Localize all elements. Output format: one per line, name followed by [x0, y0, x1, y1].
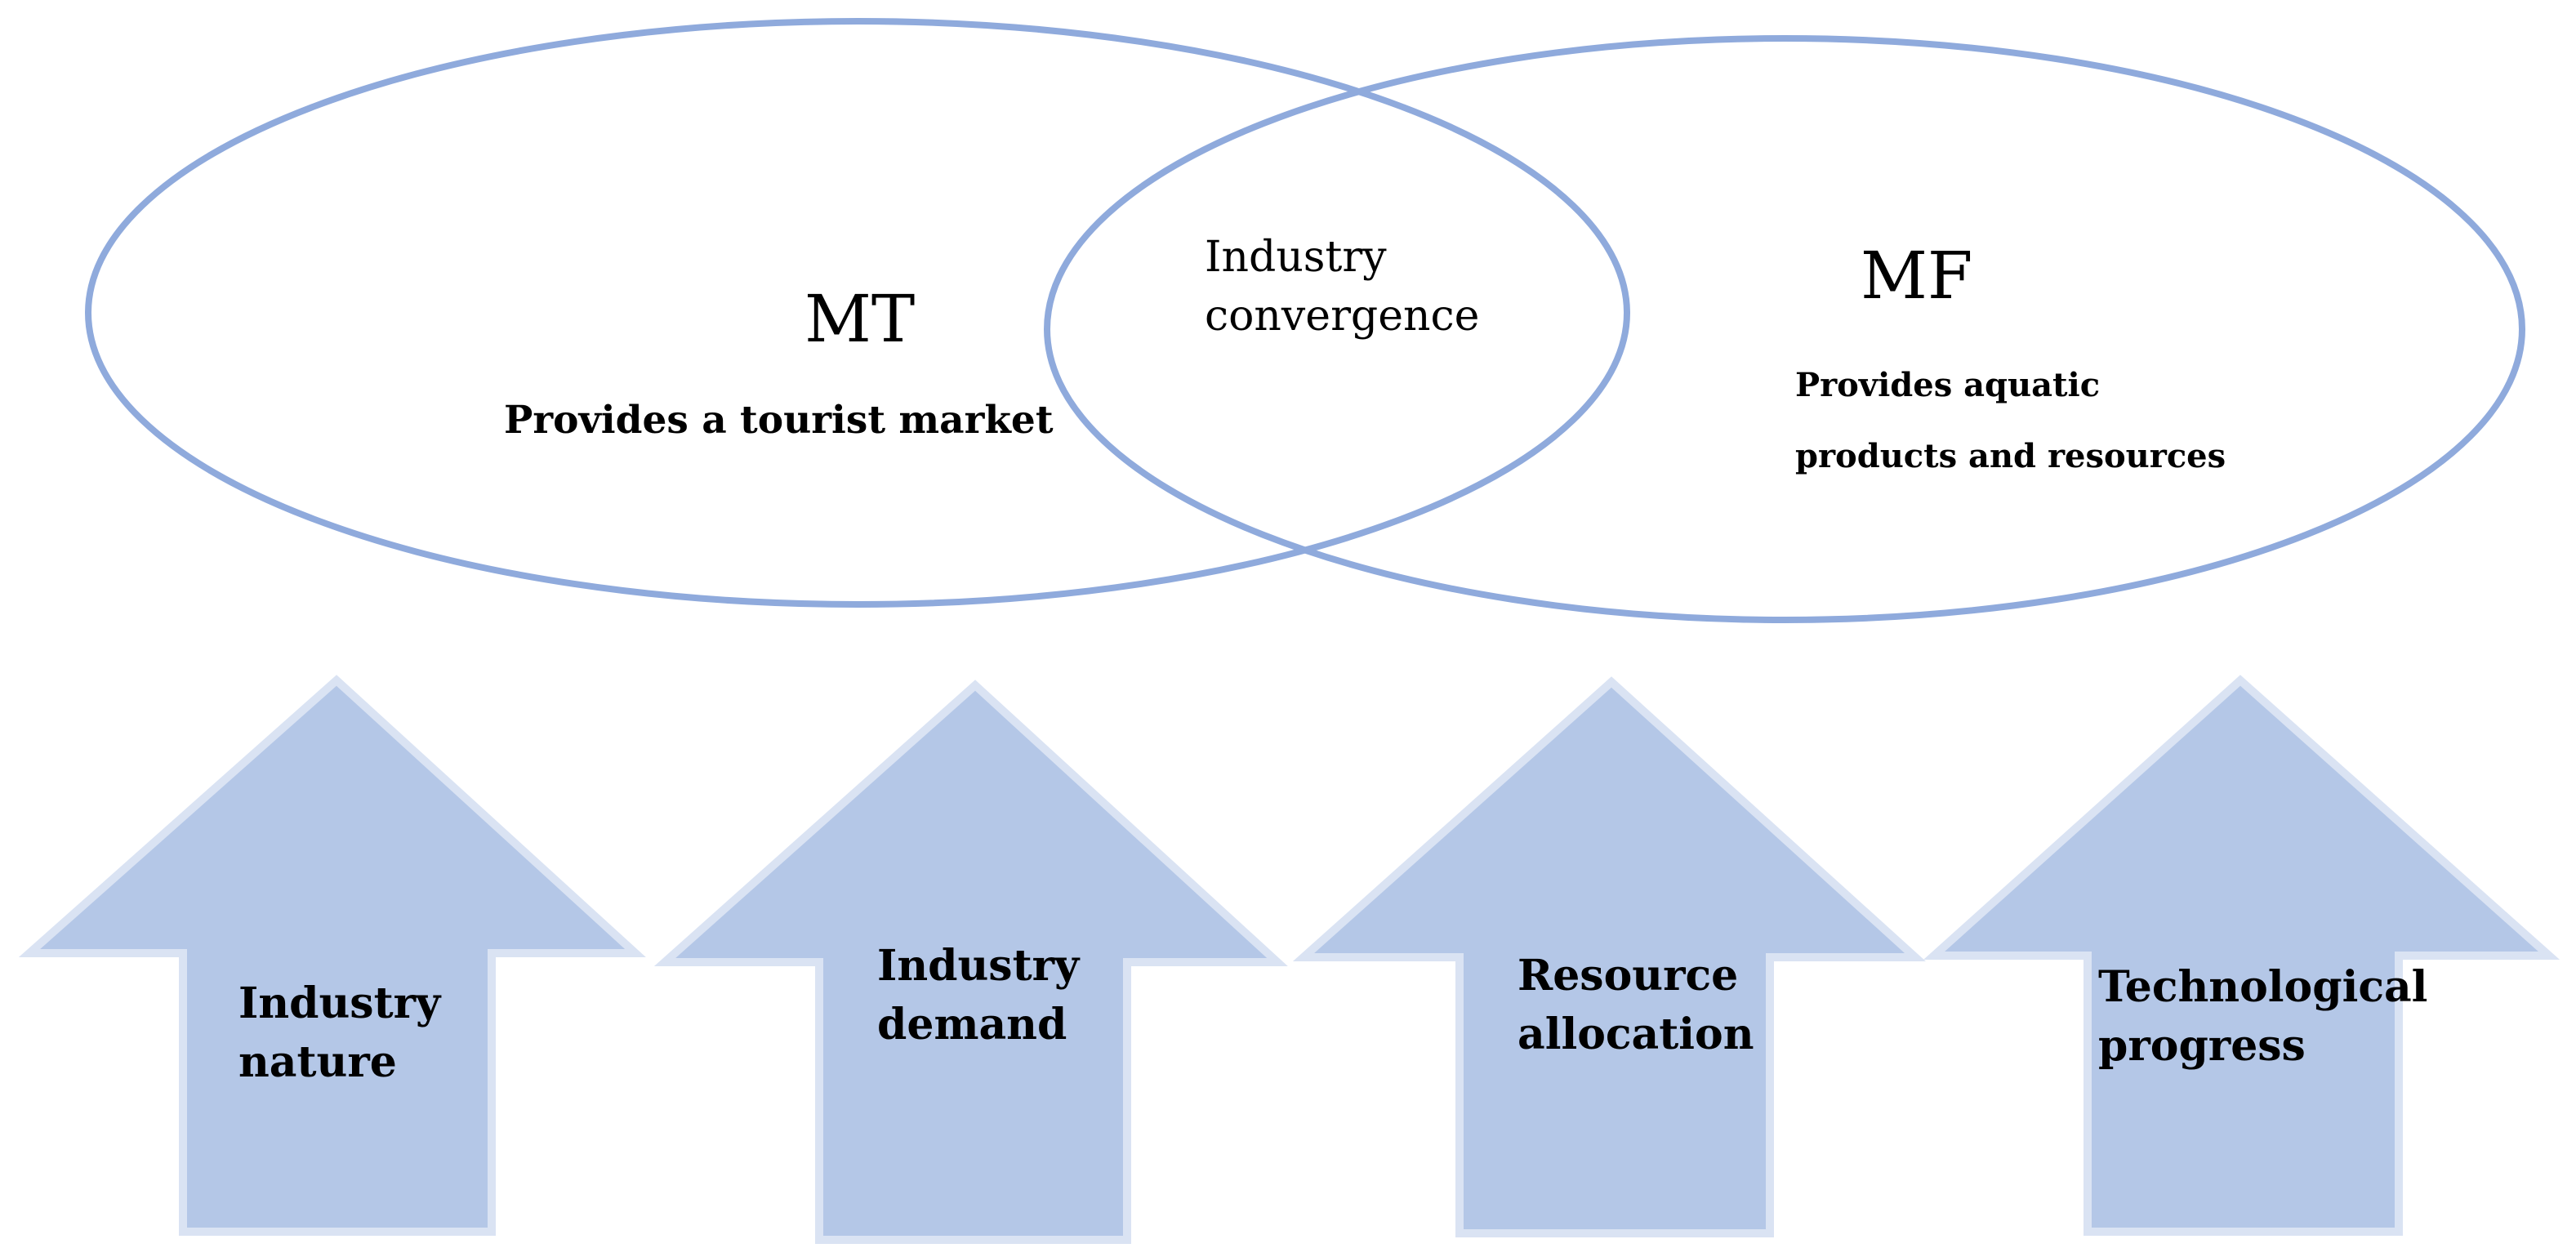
overlap-label-line1: Industry	[1205, 233, 1387, 282]
arrow-industry-demand: Industry demand	[653, 680, 1288, 1244]
mf-title: MF	[1861, 238, 1972, 314]
arrow-label-line2: demand	[877, 1000, 1067, 1050]
arrow-label-line2: allocation	[1518, 1010, 1754, 1059]
arrow-label-line1: Resource	[1518, 951, 1738, 1001]
up-arrow-shape	[653, 680, 1288, 1244]
overlap-label-line2: convergence	[1205, 292, 1479, 341]
mf-description-line1: Provides aquatic	[1795, 366, 2100, 404]
mf-description-line2: products and resources	[1795, 437, 2226, 475]
arrow-resource-allocation: Resource allocation	[1292, 676, 1926, 1237]
arrow-label-line1: Technological	[2098, 962, 2427, 1012]
up-arrow-shape	[1923, 675, 2560, 1236]
arrow-technological-progress: Technological progress	[1923, 675, 2560, 1236]
arrow-label-line2: nature	[238, 1037, 397, 1087]
mt-ellipse	[85, 18, 1630, 608]
up-arrow-shape	[18, 675, 646, 1236]
arrow-label-line2: progress	[2098, 1021, 2306, 1071]
arrow-industry-nature: Industry nature	[18, 675, 646, 1236]
mf-ellipse	[1044, 35, 2525, 623]
mt-description: Provides a tourist market	[504, 398, 1054, 443]
arrow-label-line1: Industry	[238, 978, 442, 1028]
arrow-label-line1: Industry	[877, 941, 1081, 991]
up-arrow-shape	[1292, 676, 1926, 1237]
mt-title: MT	[804, 281, 915, 357]
